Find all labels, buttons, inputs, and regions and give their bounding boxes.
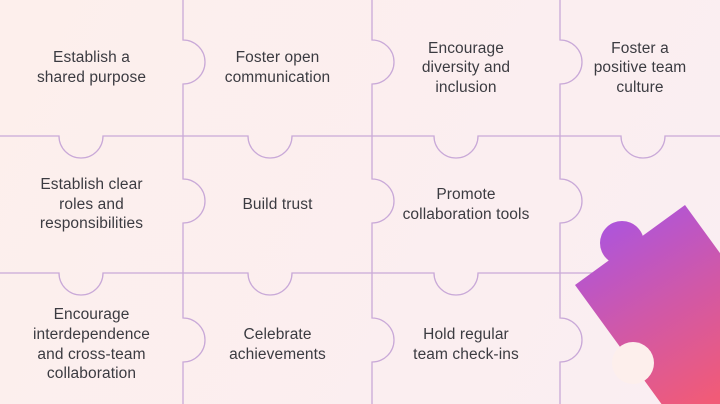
grid-vertical-border-3 <box>559 0 583 404</box>
puzzle-piece-establish-shared-purpose: Establish a shared purpose <box>36 49 147 86</box>
puzzle-piece-hold-regular-checkins: Hold regular team check-ins <box>413 325 519 363</box>
puzzle-piece-promote-collaboration-tools: Promote collaboration tools <box>402 185 530 223</box>
grid-vertical-border-2 <box>371 0 395 404</box>
decorative-piece-notch <box>612 342 654 384</box>
puzzle-piece-encourage-interdependence: Encourage interdependence and cross-team… <box>33 306 150 383</box>
decorative-piece-body <box>575 205 720 404</box>
decorative-piece-knob <box>600 221 644 265</box>
puzzle-piece-encourage-diversity-inclusion: Encourage diversity and inclusion <box>421 39 511 96</box>
puzzle-piece-foster-positive-team-culture: Foster a positive team culture <box>593 39 687 96</box>
puzzle-piece-celebrate-achievements: Celebrate achievements <box>229 325 326 363</box>
puzzle-piece-foster-open-communication: Foster open communication <box>224 49 331 86</box>
puzzle-piece-build-trust: Build trust <box>242 195 313 213</box>
grid-horizontal-border-1 <box>0 135 720 159</box>
grid-vertical-border-1 <box>182 0 206 404</box>
puzzle-piece-establish-clear-roles: Establish clear roles and responsibiliti… <box>39 176 144 233</box>
